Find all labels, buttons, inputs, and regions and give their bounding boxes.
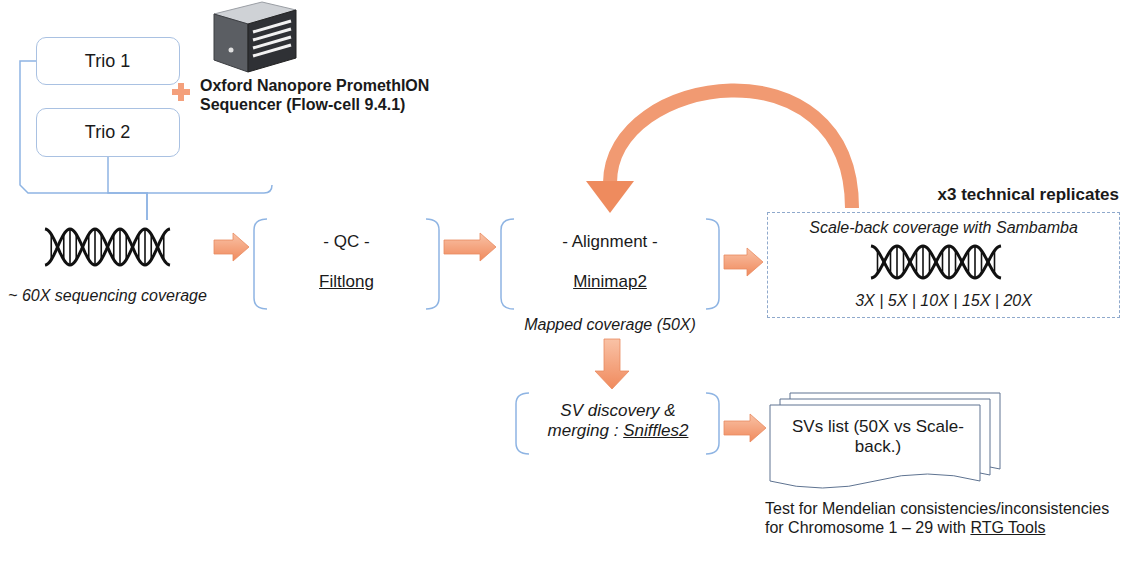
connector xyxy=(724,414,766,442)
connector xyxy=(214,233,249,261)
bracket-line xyxy=(108,157,147,220)
connector xyxy=(724,248,763,276)
helix-rung xyxy=(144,229,146,265)
group-bracket xyxy=(147,185,272,193)
text-block: Filtlong xyxy=(253,272,440,292)
process-bracket: - Alignment - Minimap2Mapped coverage (50… xyxy=(500,218,720,336)
helix-rung xyxy=(138,234,140,259)
dna-helix xyxy=(45,226,170,268)
node-text: 3X | 5X | 10X | 15X | 20X xyxy=(855,292,1032,309)
bracket-outline xyxy=(500,218,720,310)
bracket-stroke xyxy=(706,393,719,454)
text-block: Scale-back coverage with Sambamba xyxy=(768,218,1119,237)
node-text: SVs list (50X vs Scale-back.) xyxy=(792,417,964,456)
sample-box: Trio 1 xyxy=(36,37,180,85)
text-block: - Alignment - xyxy=(500,232,720,252)
arrow-head xyxy=(586,181,634,213)
helix-rung xyxy=(955,251,957,274)
helix-rung xyxy=(119,229,121,265)
connector xyxy=(108,157,147,220)
helix-rung xyxy=(50,234,52,259)
helix-rung xyxy=(69,229,71,265)
helix-rung xyxy=(903,251,905,274)
block-arrow xyxy=(444,233,496,261)
bracket-stroke xyxy=(501,219,514,309)
helix-rung xyxy=(94,229,96,265)
node-text: - Alignment - xyxy=(562,232,657,251)
helix-rung xyxy=(877,251,879,274)
helix-rung xyxy=(100,234,102,259)
node-text: Minimap2 xyxy=(573,272,647,291)
helix-rung xyxy=(75,234,77,259)
node-text: Sniffles2 xyxy=(623,421,688,440)
connector xyxy=(444,233,496,261)
helix-rung xyxy=(63,234,65,259)
block-arrow xyxy=(214,233,249,261)
helix-rung xyxy=(974,246,976,278)
helix-rung xyxy=(929,251,931,274)
bracket-outline xyxy=(253,218,440,310)
text-block: 3X | 5X | 10X | 15X | 20X xyxy=(768,291,1119,310)
block-arrow xyxy=(724,414,766,442)
connector xyxy=(595,339,629,389)
text-block: Trio 1 xyxy=(37,51,178,73)
text-block: SV discovery & merging : Sniffles2 xyxy=(537,401,699,442)
process-bracket: - QC - Filtlong xyxy=(253,218,440,310)
bracket-stroke xyxy=(254,219,267,309)
dna-helix xyxy=(871,243,1001,281)
curved-arrow xyxy=(610,90,852,208)
block-arrow xyxy=(724,248,763,276)
helix-rung xyxy=(942,251,944,274)
bracket-stroke xyxy=(516,393,529,454)
connector xyxy=(586,90,852,213)
node-text: ~ 60X sequencing coverage xyxy=(8,287,207,304)
helix-rung xyxy=(890,251,892,274)
helix-rung xyxy=(968,251,970,274)
helix-rung xyxy=(994,251,996,274)
text-block: SVs list (50X vs Scale-back.) xyxy=(784,417,972,458)
node-text: Mapped coverage (50X) xyxy=(524,316,696,333)
text-block: Minimap2 xyxy=(500,272,720,292)
node-text: Test for Mendelian consistencies/inconsi… xyxy=(765,500,1109,536)
coverage-node: ~ 60X sequencing coverage xyxy=(5,222,210,312)
text-block: x3 technical replicates xyxy=(866,185,1119,205)
helix-rung xyxy=(88,234,90,259)
helix-strand xyxy=(871,246,1001,278)
plus-sign xyxy=(172,83,190,101)
text-block: Trio 2 xyxy=(37,122,178,144)
text-block: - QC - xyxy=(253,232,440,252)
process-bracket: SV discovery & merging : Sniffles2 xyxy=(515,392,720,455)
text-block: Test for Mendelian consistencies/inconsi… xyxy=(765,499,1120,537)
helix-rung xyxy=(896,246,898,278)
helix-strand xyxy=(45,229,170,265)
document-node: SVs list (50X vs Scale-back.)Test for Me… xyxy=(770,393,1000,493)
document-sheet xyxy=(770,405,980,488)
node-text: Trio 1 xyxy=(85,51,130,71)
node-text: - QC - xyxy=(323,232,369,251)
helix-rung xyxy=(125,234,127,259)
helix-rung xyxy=(916,251,918,274)
helix-rung xyxy=(163,234,165,259)
node-text: Trio 2 xyxy=(85,122,130,142)
sequencer-illustration xyxy=(214,2,296,72)
helix-rung xyxy=(948,246,950,278)
node-text: Filtlong xyxy=(319,272,374,291)
text-block: ~ 60X sequencing coverage xyxy=(5,286,210,305)
helix-rung xyxy=(150,234,152,259)
sample-box: Trio 2 xyxy=(36,108,180,157)
text-block: Mapped coverage (50X) xyxy=(500,315,720,334)
node-text: x3 technical replicates xyxy=(938,185,1119,204)
helix-strand xyxy=(871,246,1001,278)
device-label: Oxford Nanopore PromethION Sequencer (Fl… xyxy=(200,76,450,114)
bracket-stroke xyxy=(426,219,439,309)
helix-rung xyxy=(981,251,983,274)
node-text: Scale-back coverage with Sambamba xyxy=(809,219,1078,236)
helix-rung xyxy=(922,246,924,278)
bracket-stroke xyxy=(706,219,719,309)
helix-rung xyxy=(113,234,115,259)
block-arrow xyxy=(595,339,629,389)
helix-strand xyxy=(45,229,170,265)
scale-back-box: Scale-back coverage with Sambamba 3X | 5X… xyxy=(767,212,1120,318)
node-text: RTG Tools xyxy=(970,519,1045,536)
